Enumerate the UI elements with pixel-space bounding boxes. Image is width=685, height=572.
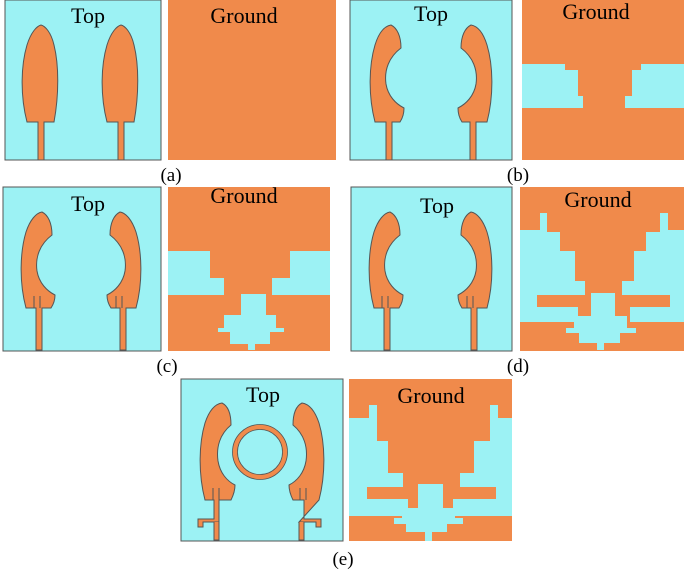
panel-e: Top Ground (e): [180, 378, 512, 570]
right-radiator: [101, 24, 139, 161]
ground-label: Ground: [564, 187, 631, 212]
top-label: Top: [420, 193, 454, 218]
right-radiator: [288, 402, 325, 541]
left-radiator: [197, 402, 236, 541]
ground-plane: [520, 187, 684, 351]
ground-label: Ground: [210, 3, 277, 28]
panel-a: Top Ground (a): [4, 0, 336, 186]
panel-caption: (a): [160, 165, 181, 186]
panel-caption: (b): [507, 165, 529, 186]
panel-caption: (d): [507, 356, 529, 377]
left-radiator: [20, 211, 56, 351]
top-label: Top: [71, 191, 105, 216]
ground-plane: [168, 187, 330, 351]
panel-d: Top Ground (d): [350, 186, 684, 377]
left-radiator: [21, 24, 59, 161]
left-radiator: [368, 211, 404, 351]
left-radiator: [369, 24, 405, 161]
panel-caption: (e): [332, 549, 353, 570]
ground-plane: [349, 379, 512, 541]
ground-plane: [522, 0, 684, 160]
ring-outline: [232, 424, 288, 480]
panel-b: Top Ground (b): [349, 0, 684, 186]
top-label: Top: [246, 382, 280, 407]
panel-caption: (c): [156, 356, 177, 377]
ground-label: Ground: [397, 383, 464, 408]
panel-c: Top Ground (c): [2, 183, 330, 377]
top-label: Top: [71, 3, 105, 28]
right-radiator: [106, 211, 142, 351]
right-radiator: [457, 211, 493, 351]
ground-label: Ground: [562, 0, 629, 24]
ring-inner-outline: [237, 429, 283, 475]
top-label: Top: [414, 1, 448, 26]
right-radiator: [457, 24, 493, 161]
ring-resonator: [232, 424, 288, 480]
ground-plane: [168, 0, 336, 160]
ground-label: Ground: [210, 183, 277, 208]
